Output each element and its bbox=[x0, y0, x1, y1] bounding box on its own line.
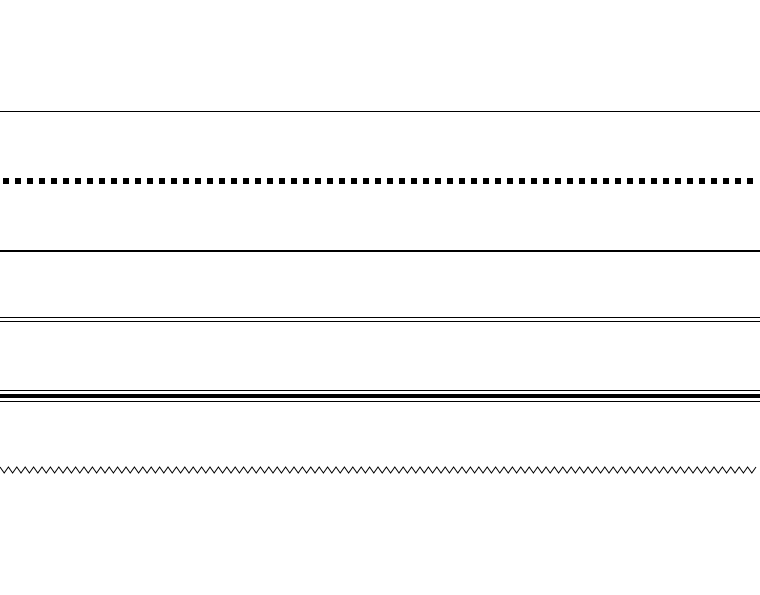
triple-rule bbox=[0, 390, 760, 402]
thin-solid-rule bbox=[0, 111, 760, 112]
dotted-rule bbox=[3, 178, 756, 184]
wavy-rule bbox=[0, 466, 757, 474]
medium-solid-rule bbox=[0, 250, 760, 252]
double-rule bbox=[0, 317, 760, 322]
